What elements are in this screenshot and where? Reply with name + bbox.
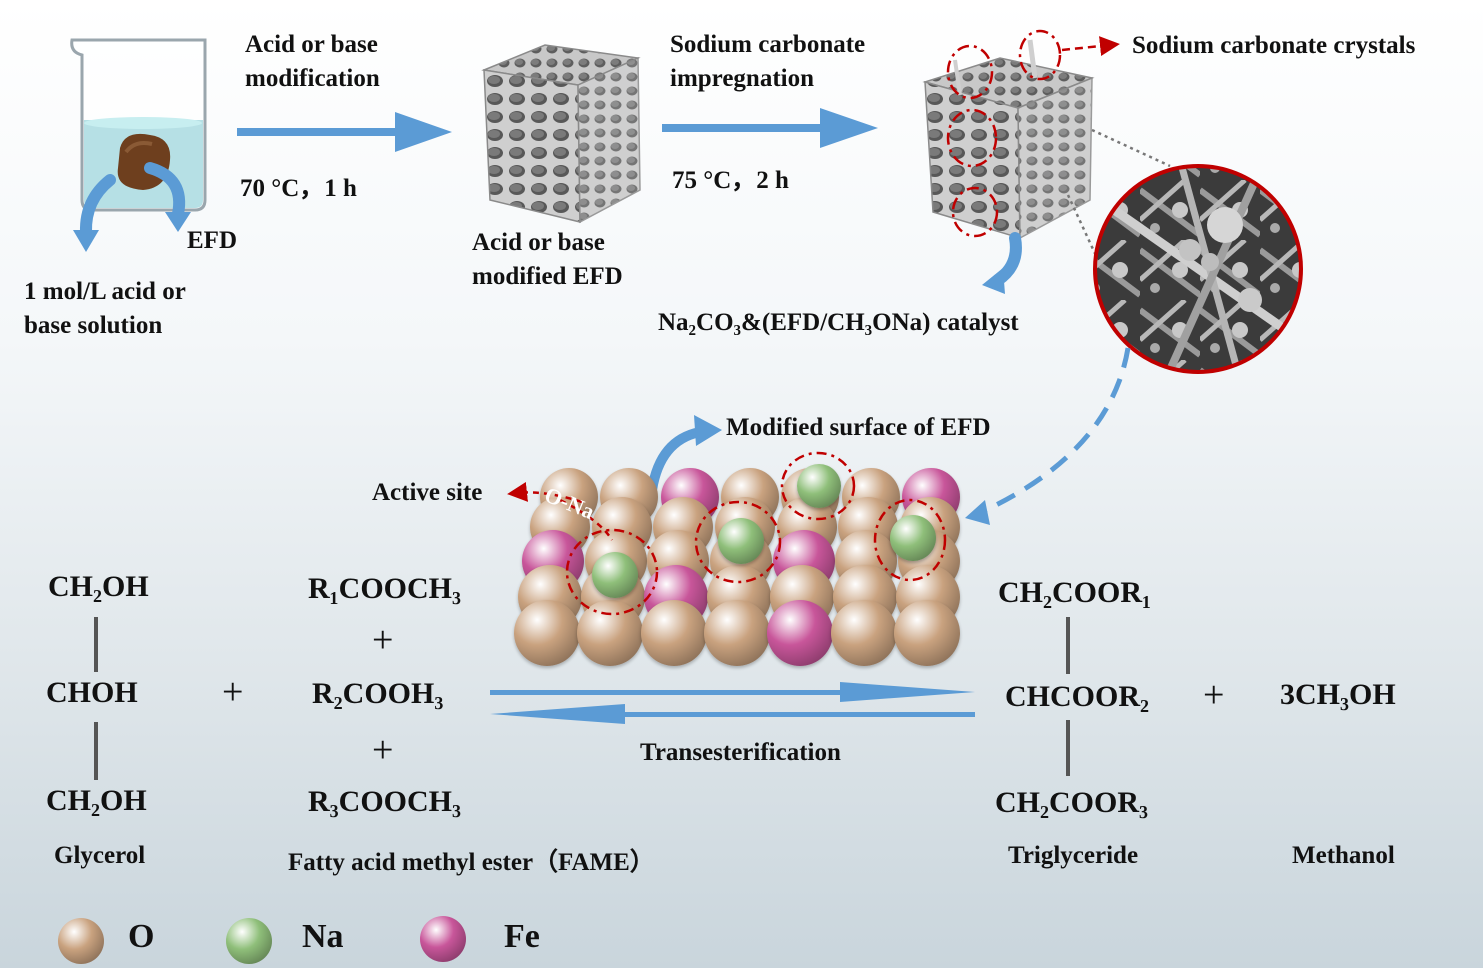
surface-curve-arrow	[647, 427, 705, 495]
na-atom	[592, 552, 638, 598]
step1-condition: 70 °C，1 h	[240, 175, 357, 202]
o-atom	[514, 600, 580, 666]
triglyceride-top: CH₂COOR₁	[998, 576, 1151, 609]
step2-arrow	[662, 108, 878, 148]
triglyceride-name: Triglyceride	[1008, 842, 1139, 869]
glycerol-mid: CHOH	[46, 676, 138, 709]
sem-to-surface-connector	[973, 347, 1131, 518]
na-atom	[890, 515, 936, 561]
triglyceride-bottom: CH₂COOR₃	[995, 786, 1148, 819]
efd-curve-arrowhead	[165, 212, 191, 232]
efd-label: EFD	[187, 227, 237, 254]
modified-efd-label-line2: modified EFD	[472, 263, 623, 290]
step2-condition: 75 °C，2 h	[672, 167, 789, 194]
catalyst-label: Na₂CO₃&(EFD/CH₃ONa) catalyst	[658, 309, 1019, 336]
triglyceride-mid: CHCOOR₂	[1005, 680, 1149, 713]
legend-sodium-label: Na	[302, 918, 344, 955]
o-atom	[640, 600, 707, 666]
catalyst-curve-arrowhead	[982, 268, 1005, 294]
na-atom	[718, 518, 764, 564]
forward-reaction-arrow	[490, 682, 975, 702]
solution-label-line2: base solution	[24, 312, 163, 339]
fame-r1: R₁COOCH₃	[308, 572, 461, 605]
fame-r2: R₂COOH₃	[312, 677, 444, 710]
crystal-highlight-circles	[946, 29, 1062, 238]
solution-curve-arrowhead	[73, 230, 99, 252]
surface-curve-arrowhead	[694, 415, 722, 446]
o-atom	[830, 600, 897, 666]
o-atom	[704, 600, 770, 666]
plus-glycerol-fame: +	[222, 671, 244, 713]
reverse-reaction-arrow	[490, 704, 975, 724]
step2-label-line1: Sodium carbonate	[670, 31, 866, 58]
glycerol-top: CH₂OH	[48, 570, 149, 603]
methanol-name: Methanol	[1292, 842, 1395, 869]
legend-sodium-sphere	[226, 918, 272, 964]
modified-efd-cube-icon	[481, 44, 641, 224]
solution-label-line1: 1 mol/L acid or	[24, 278, 186, 305]
glycerol-bottom: CH₂OH	[46, 784, 147, 817]
step2-label-line2: impregnation	[670, 65, 814, 92]
sem-to-surface-arrowhead	[965, 500, 990, 525]
solution-curve-arrow	[79, 174, 116, 238]
sem-zoom-line-top	[1091, 128, 1171, 168]
legend-oxygen-sphere	[58, 918, 104, 964]
step1-arrow	[237, 112, 452, 152]
fame-name: Fatty acid methyl ester（FAME）	[288, 849, 655, 876]
glycerol-name: Glycerol	[54, 842, 146, 869]
sem-image-icon	[1093, 164, 1303, 374]
legend-oxygen-label: O	[128, 918, 155, 955]
step1-label-line2: modification	[245, 65, 380, 92]
na-atom	[797, 464, 841, 508]
fe-atom	[767, 600, 834, 666]
legend-iron-label: Fe	[504, 918, 540, 955]
modified-efd-label-line1: Acid or base	[472, 229, 605, 256]
crystals-label: Sodium carbonate crystals	[1132, 32, 1416, 59]
o-atom	[894, 600, 960, 666]
modified-surface-label: Modified surface of EFD	[726, 414, 991, 441]
transesterification-label: Transesterification	[640, 739, 841, 766]
step1-label-line1: Acid or base	[245, 31, 378, 58]
methanol-formula: 3CH₃OH	[1280, 678, 1396, 711]
active-site-label: Active site	[372, 479, 483, 506]
fame-r3: R₃COOCH₃	[308, 785, 461, 818]
sem-zoom-line-bottom	[1066, 194, 1100, 261]
legend-iron-sphere	[420, 916, 466, 962]
o-atom	[577, 600, 644, 666]
plus-fame-2: +	[372, 729, 394, 771]
crystals-pointer-arrow	[1061, 36, 1120, 56]
efd-curve-arrow	[144, 162, 186, 220]
plus-fame-1: +	[372, 619, 394, 661]
plus-triglyceride-methanol: +	[1203, 674, 1225, 716]
catalyst-cube-icon	[922, 39, 1095, 240]
